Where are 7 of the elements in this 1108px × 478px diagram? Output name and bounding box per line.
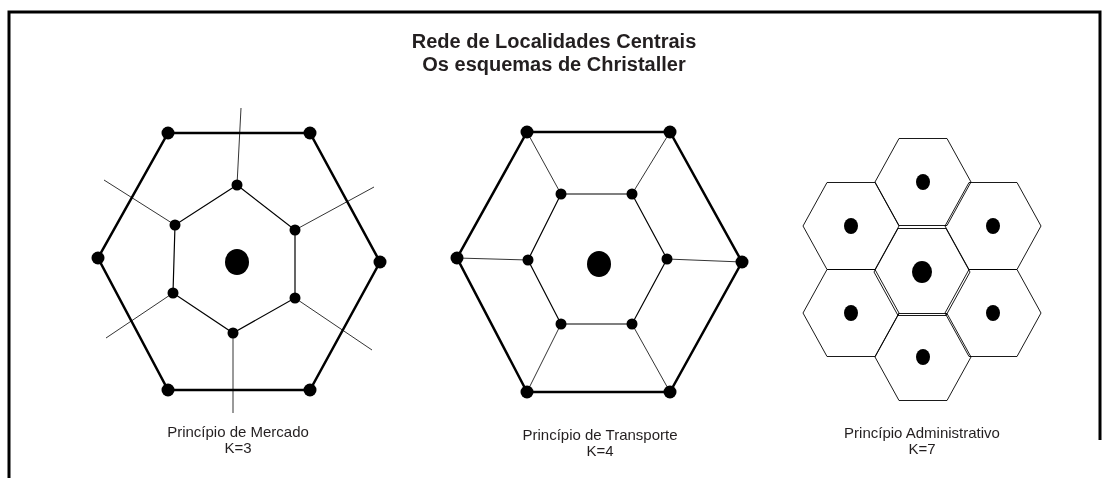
k-value-label: K=7 (908, 441, 936, 457)
principle-caption: Princípio de Mercado (167, 424, 309, 440)
k-value-label: K=4 (586, 443, 614, 459)
diagram-title: Rede de Localidades Centrais Os esquemas de Christaller (410, 30, 698, 76)
principle-caption: Princípio de Transporte (522, 427, 678, 443)
k-value-label: K=3 (224, 440, 252, 456)
principle-caption: Princípio Administrativo (844, 425, 1000, 441)
